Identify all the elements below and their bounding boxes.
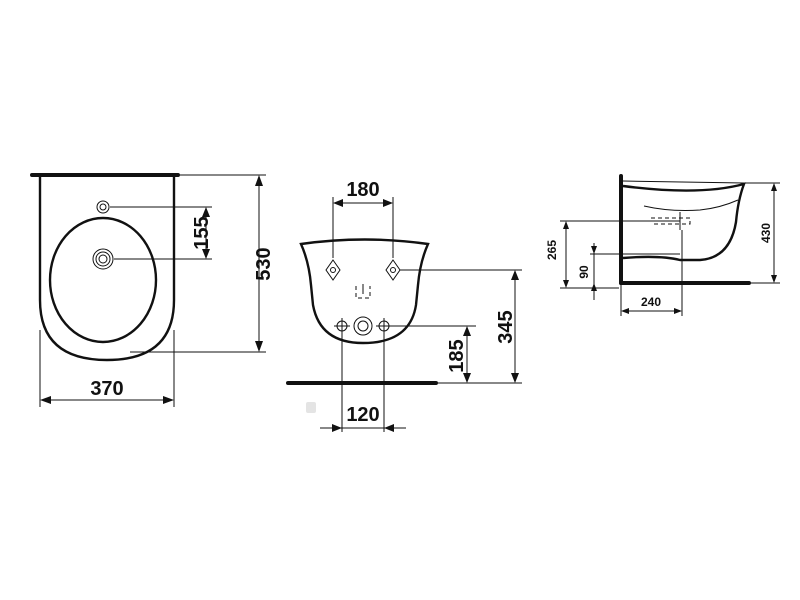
arrow-down-icon bbox=[511, 373, 519, 383]
arrow-up-icon bbox=[591, 283, 597, 291]
bolt-hole-right-icon bbox=[385, 259, 401, 281]
bowl-inner-line bbox=[643, 199, 739, 211]
rear-view: 180 120 185 345 bbox=[286, 179, 522, 432]
watermark-icon bbox=[306, 402, 316, 413]
arrow-right-icon bbox=[674, 308, 682, 314]
dim-180-label: 180 bbox=[346, 179, 379, 201]
drain-outlet-icon bbox=[92, 248, 114, 270]
bowl-rim bbox=[622, 180, 745, 184]
front-view: 155 530 370 bbox=[30, 173, 275, 407]
arrow-down-icon bbox=[202, 249, 210, 259]
dim-530-label: 530 bbox=[253, 247, 275, 280]
dim-240-label: 240 bbox=[641, 295, 661, 309]
bowl-profile bbox=[622, 182, 746, 262]
drain-outlet-center-icon bbox=[98, 254, 108, 264]
tap-hole-inner-icon bbox=[99, 203, 107, 211]
dim-90-label: 90 bbox=[577, 265, 591, 279]
arrow-up-icon bbox=[463, 326, 471, 336]
arrow-left-icon bbox=[621, 308, 629, 314]
dim-185-label: 185 bbox=[446, 339, 468, 372]
bolt-hole-left-icon bbox=[325, 259, 341, 281]
drain-outlet-ring-icon bbox=[95, 251, 111, 267]
bolt-hole-right-center-icon bbox=[390, 267, 396, 273]
arrow-left-icon bbox=[384, 424, 394, 432]
rear-outline bbox=[299, 238, 430, 345]
arrow-left-icon bbox=[333, 199, 343, 207]
bolt-hole-left-center-icon bbox=[330, 267, 336, 273]
waste-connector-icon bbox=[355, 286, 371, 299]
siphon-icon bbox=[651, 217, 691, 225]
dim-345-label: 345 bbox=[495, 310, 517, 343]
dim-265-label: 265 bbox=[545, 240, 559, 260]
bowl-basin bbox=[48, 216, 158, 344]
arrow-up-icon bbox=[563, 221, 569, 229]
arrow-down-icon bbox=[771, 275, 777, 283]
dim-155-label: 155 bbox=[191, 216, 213, 249]
dim-370-label: 370 bbox=[90, 378, 123, 400]
arrow-down-icon bbox=[591, 246, 597, 254]
arrow-up-icon bbox=[511, 270, 519, 280]
arrow-down-icon bbox=[255, 341, 263, 352]
arrow-right-icon bbox=[332, 424, 342, 432]
arrow-down-icon bbox=[463, 373, 471, 383]
outlet-center-icon bbox=[353, 316, 373, 336]
arrow-left-icon bbox=[40, 396, 51, 404]
side-view: 430 265 90 240 bbox=[545, 174, 780, 316]
arrow-down-icon bbox=[563, 280, 569, 288]
tap-hole-icon bbox=[96, 200, 110, 214]
arrow-up-icon bbox=[255, 175, 263, 186]
dim-430-label: 430 bbox=[759, 223, 773, 243]
arrow-right-icon bbox=[163, 396, 174, 404]
bowl-outline bbox=[38, 177, 176, 362]
dim-120-label: 120 bbox=[346, 404, 379, 426]
arrow-right-icon bbox=[383, 199, 393, 207]
arrow-up-icon bbox=[771, 183, 777, 191]
arrow-up-icon bbox=[202, 207, 210, 217]
